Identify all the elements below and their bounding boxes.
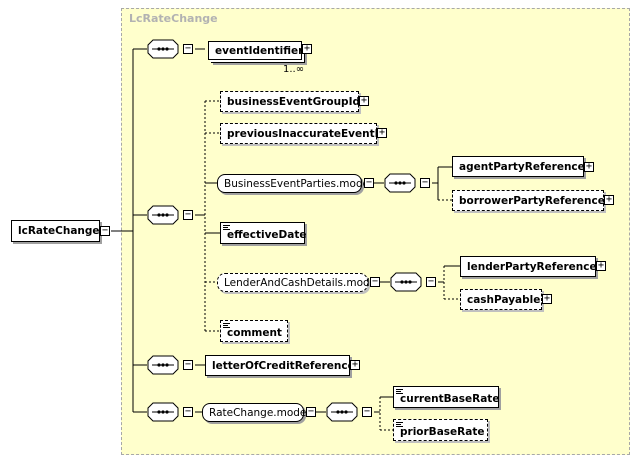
collapse-icon[interactable]: − bbox=[183, 406, 193, 417]
element-agent-party-reference[interactable]: agentPartyReference bbox=[452, 156, 585, 177]
element-comment[interactable]: comment bbox=[220, 320, 288, 342]
sequence-icon[interactable] bbox=[147, 39, 179, 59]
group-business-event-parties-model[interactable]: BusinessEventParties.model bbox=[217, 174, 372, 193]
group-label: LenderAndCashDetails.model bbox=[224, 276, 380, 289]
simple-content-icon bbox=[396, 389, 403, 394]
group-label: BusinessEventParties.model bbox=[224, 177, 372, 190]
element-label: currentBaseRate bbox=[400, 392, 500, 405]
collapse-icon[interactable]: − bbox=[420, 177, 430, 188]
sequence-icon[interactable] bbox=[147, 402, 179, 422]
element-label: borrowerPartyReference bbox=[459, 194, 605, 207]
sequence-icon[interactable] bbox=[147, 205, 179, 225]
element-label: priorBaseRate bbox=[400, 425, 485, 438]
collapse-icon[interactable]: − bbox=[183, 209, 193, 220]
group-label: RateChange.model bbox=[209, 406, 310, 419]
group-rate-change-model[interactable]: RateChange.model bbox=[202, 403, 309, 422]
cardinality-label: 1..∞ bbox=[283, 64, 305, 75]
element-lender-party-reference[interactable]: lenderPartyReference bbox=[460, 256, 597, 277]
collapse-icon[interactable]: − bbox=[362, 406, 372, 417]
element-label: cashPayable bbox=[467, 293, 541, 306]
element-label: letterOfCreditReference bbox=[212, 359, 355, 372]
element-prior-base-rate[interactable]: priorBaseRate bbox=[393, 419, 488, 441]
expand-icon[interactable]: + bbox=[302, 43, 312, 54]
element-previous-inaccurate-event-id[interactable]: previousInaccurateEventId bbox=[220, 123, 386, 144]
expand-icon[interactable]: + bbox=[604, 194, 614, 205]
element-label: businessEventGroupId bbox=[227, 95, 360, 108]
collapse-icon[interactable]: − bbox=[306, 406, 316, 417]
expand-icon[interactable]: + bbox=[377, 127, 387, 138]
element-label: lenderPartyReference bbox=[467, 260, 597, 273]
root-element-lcratechange[interactable]: lcRateChange bbox=[11, 220, 100, 242]
sequence-icon[interactable] bbox=[147, 355, 179, 375]
expand-icon[interactable]: + bbox=[350, 359, 360, 370]
element-business-event-group-id[interactable]: businessEventGroupId bbox=[220, 91, 360, 112]
element-label: agentPartyReference bbox=[459, 160, 585, 173]
simple-content-icon bbox=[396, 422, 403, 427]
group-lender-and-cash-details-model[interactable]: LenderAndCashDetails.model bbox=[217, 273, 379, 292]
element-event-identifier[interactable]: eventIdentifier bbox=[208, 41, 304, 60]
collapse-icon[interactable]: − bbox=[370, 276, 380, 287]
simple-content-icon bbox=[223, 225, 230, 230]
collapse-icon[interactable]: − bbox=[183, 359, 193, 370]
element-label: previousInaccurateEventId bbox=[227, 127, 387, 140]
element-label: effectiveDate bbox=[227, 228, 307, 241]
collapse-icon[interactable]: − bbox=[100, 225, 110, 236]
element-cash-payable[interactable]: cashPayable bbox=[460, 289, 542, 310]
sequence-icon[interactable] bbox=[384, 173, 416, 193]
expand-icon[interactable]: + bbox=[359, 95, 369, 106]
sequence-icon[interactable] bbox=[390, 272, 422, 292]
element-label: comment bbox=[227, 326, 282, 339]
element-borrower-party-reference[interactable]: borrowerPartyReference bbox=[452, 190, 605, 211]
type-panel bbox=[121, 8, 630, 455]
collapse-icon[interactable]: − bbox=[426, 276, 436, 287]
element-label: lcRateChange bbox=[18, 225, 100, 237]
panel-title: LcRateChange bbox=[129, 12, 218, 25]
expand-icon[interactable]: + bbox=[596, 260, 606, 271]
simple-content-icon bbox=[223, 323, 230, 328]
collapse-icon[interactable]: − bbox=[183, 43, 193, 54]
element-effective-date[interactable]: effectiveDate bbox=[220, 222, 307, 244]
expand-icon[interactable]: + bbox=[584, 161, 594, 172]
sequence-icon[interactable] bbox=[326, 402, 358, 422]
element-current-base-rate[interactable]: currentBaseRate bbox=[393, 386, 499, 408]
element-letter-of-credit-reference[interactable]: letterOfCreditReference bbox=[205, 355, 355, 376]
collapse-icon[interactable]: − bbox=[364, 177, 374, 188]
element-label: eventIdentifier bbox=[215, 44, 304, 57]
expand-icon[interactable]: + bbox=[542, 293, 552, 304]
